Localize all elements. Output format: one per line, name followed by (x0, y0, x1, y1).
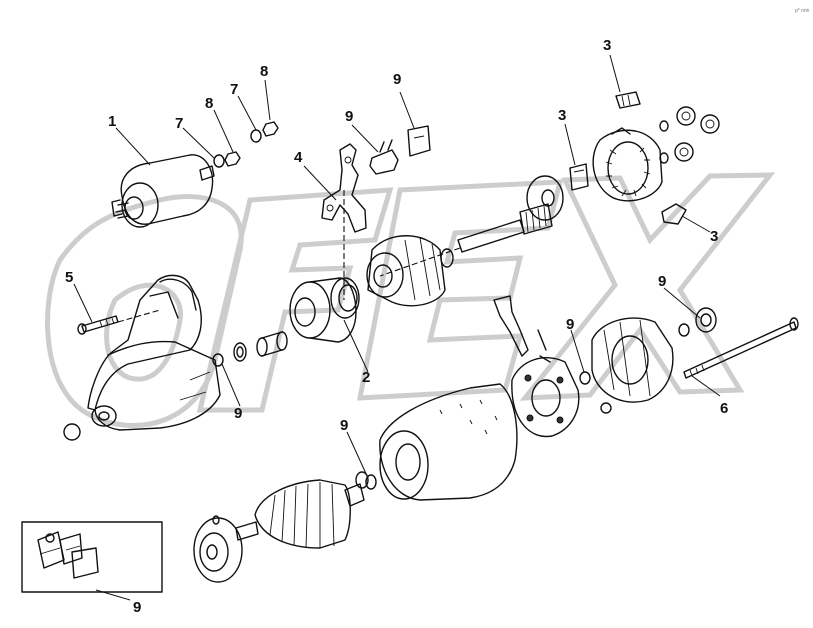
callout-1: 1 (108, 113, 116, 130)
callout-6: 6 (720, 400, 728, 417)
yoke-icon (379, 383, 518, 501)
callout-labels: 1 2 3 3 3 4 5 6 7 7 8 8 9 9 9 9 9 9 9 (65, 37, 728, 616)
solenoid-terminal-hardware (213, 121, 279, 168)
shift-lever-pad-icon (661, 203, 687, 225)
tie-rod-bolt-icon (683, 317, 799, 379)
planet-carrier-shaft-icon (457, 175, 564, 253)
callout-9-inset: 9 (133, 599, 141, 616)
shift-fork-icon (321, 143, 367, 233)
callout-4: 4 (294, 149, 303, 166)
callout-9-bushing: 9 (658, 273, 666, 290)
leader-lines (73, 54, 721, 601)
callout-7-right: 7 (230, 81, 238, 98)
callout-3-middle: 3 (558, 107, 566, 124)
planet-gears-icon (659, 106, 720, 164)
retainer-clip-icon (569, 163, 589, 191)
armature-icon (235, 471, 369, 549)
end-cover-plate-icon (193, 515, 243, 583)
starter-solenoid-icon (111, 154, 215, 228)
intermediate-housing-icon (366, 235, 454, 307)
contact-bracket-icon (369, 139, 399, 175)
drive-pinion-icon (289, 277, 360, 343)
callout-5: 5 (65, 269, 73, 286)
ring-gear-icon (592, 127, 663, 202)
brush-holder-icon (493, 295, 580, 438)
lubricant-kit-inset (21, 521, 163, 593)
pinion-stop-rings (233, 331, 288, 362)
end-frame-icon (591, 317, 674, 414)
callout-9-housing: 9 (234, 405, 242, 422)
through-bolt-icon (77, 315, 119, 335)
callout-2: 2 (362, 369, 370, 386)
contact-plate-icon (407, 125, 431, 157)
callout-8-right: 8 (260, 63, 268, 80)
callout-9-bracket: 9 (345, 108, 353, 125)
callout-9-armature: 9 (340, 417, 348, 434)
washers-icon (212, 307, 717, 490)
assembly-axis-line (117, 190, 461, 323)
gear-segment-icon (615, 91, 641, 109)
callout-9-plate: 9 (393, 71, 401, 88)
callout-7-left: 7 (175, 115, 183, 132)
corner-mark: p* nnn (795, 8, 810, 14)
callout-9-washer-brush: 9 (566, 316, 574, 333)
callout-3-top: 3 (603, 37, 611, 54)
callout-8-left: 8 (205, 95, 213, 112)
callout-3-right: 3 (710, 228, 718, 245)
drive-housing-icon (63, 274, 221, 441)
